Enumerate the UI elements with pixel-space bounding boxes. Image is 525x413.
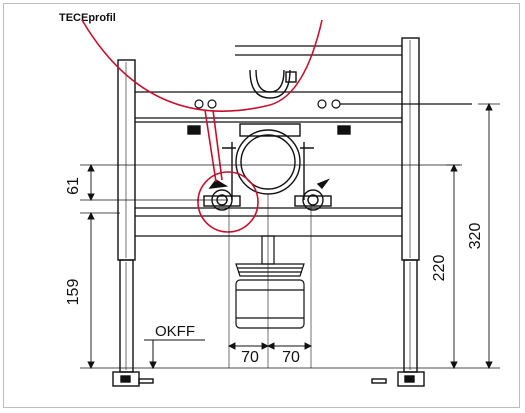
valves [203, 178, 332, 211]
left-post [117, 59, 136, 261]
frame-posts [112, 37, 425, 387]
dimension-lines [87, 102, 493, 370]
dim-70-right: 70 [282, 349, 300, 366]
left-leg [119, 259, 134, 373]
detail-circle [81, 19, 323, 233]
dim-220: 220 [431, 255, 448, 282]
upper-pipe [249, 69, 297, 99]
dim-70-left: 70 [241, 349, 259, 366]
right-post [401, 37, 420, 261]
mounting-holes [194, 99, 472, 109]
reference-lines [80, 103, 500, 369]
detail-magnifier-arc [81, 19, 323, 112]
drain-outlet [235, 235, 305, 329]
right-foot [397, 371, 425, 387]
okff-label: OKFF [155, 323, 195, 340]
diagram-frame [3, 3, 520, 408]
detail-callout-circle [197, 171, 259, 233]
dim-159: 159 [65, 279, 82, 306]
right-leg [403, 259, 418, 373]
dim-61: 61 [65, 177, 82, 195]
frame-crossbars [135, 45, 402, 237]
okff-marker [144, 339, 205, 370]
dim-320: 320 [467, 223, 484, 250]
brand-title: TECEprofil [59, 12, 116, 24]
